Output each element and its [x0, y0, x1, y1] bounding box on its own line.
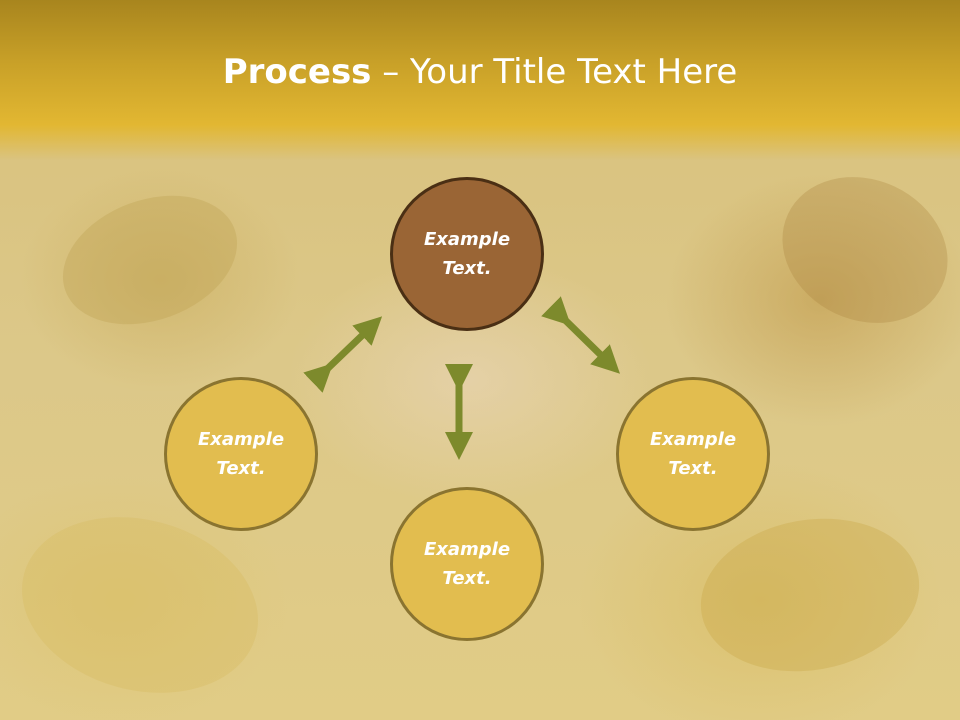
- node-bottom-line1: Example: [423, 539, 511, 560]
- node-top-line2: Text.: [442, 258, 492, 279]
- node-top: Example Text.: [390, 177, 544, 331]
- node-right-line1: Example: [649, 429, 737, 450]
- arrow-right-diagonal: [541, 296, 621, 374]
- arrow-left-diagonal: [303, 316, 383, 393]
- title-bold: Process: [222, 52, 372, 92]
- node-top-line1: Example: [423, 229, 511, 250]
- node-right: Example Text.: [616, 377, 770, 531]
- node-left: Example Text.: [164, 377, 318, 531]
- node-left-line2: Text.: [216, 458, 266, 479]
- node-bottom: Example Text.: [390, 487, 544, 641]
- title-rest: – Your Title Text Here: [371, 52, 738, 92]
- node-left-line1: Example: [197, 429, 285, 450]
- node-right-line2: Text.: [668, 458, 718, 479]
- page-title: Process – Your Title Text Here: [0, 52, 960, 92]
- title-bar: [0, 0, 960, 160]
- node-bottom-line2: Text.: [442, 568, 492, 589]
